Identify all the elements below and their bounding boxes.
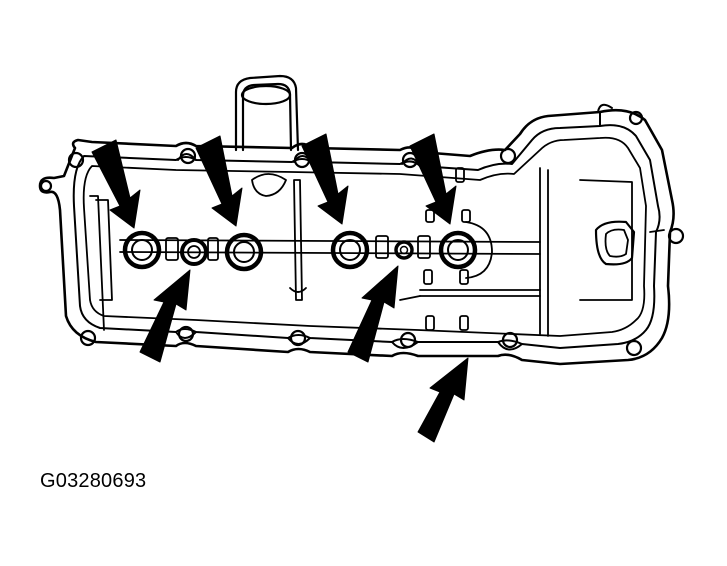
arrow-icon [301,133,349,225]
bolt-hole [625,339,643,357]
bolt-hole [289,329,307,347]
grommet [180,238,208,266]
arrow-icon [195,135,243,227]
bolt-hole [39,179,53,193]
bolt-hole [501,331,519,349]
bolt-hole [399,331,417,349]
arrow-icon [139,269,191,363]
arrow-icon [409,133,457,225]
figure-reference-code: G03280693 [40,470,147,492]
grommets [180,238,414,266]
gasket-groove-inner [82,136,647,337]
cover-slots [165,167,493,331]
grommet [394,240,414,260]
tube-seal [330,230,370,270]
bolt-hole [79,329,97,347]
cover-outer-edge [38,108,675,366]
bolt-holes [39,110,685,357]
bolt-hole [499,147,517,165]
gasket-groove-outer [72,124,661,349]
tube-seal [438,230,478,270]
bolt-hole [628,110,644,126]
pointer-arrows [91,133,469,443]
arrow-icon [91,139,141,229]
tube-seal [122,230,162,270]
breather-tube [234,74,300,197]
arrow-icon [417,357,469,443]
bolt-hole [177,325,195,343]
flange-tabs [175,103,613,351]
spark-plug-tube-seals [122,230,478,272]
bolt-hole [67,151,85,169]
tube-seal [224,232,264,272]
bolt-hole [179,147,197,165]
bolt-hole [667,227,685,245]
arrow-icon [347,265,399,363]
